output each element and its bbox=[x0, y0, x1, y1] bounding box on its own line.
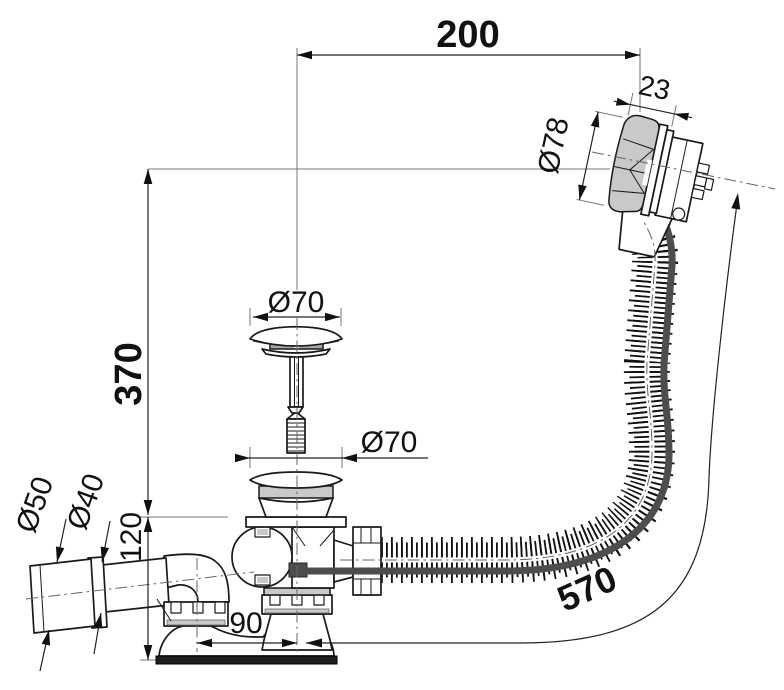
dim-40-label: Ø40 bbox=[61, 469, 111, 534]
dimension-120: 120 bbox=[115, 512, 153, 660]
outlet-cone bbox=[333, 539, 354, 583]
center-lines bbox=[25, 151, 776, 652]
outlet-pipe-50 bbox=[29, 558, 96, 634]
cable bbox=[288, 212, 676, 578]
dim-200-label: 200 bbox=[436, 14, 499, 56]
flex-hose bbox=[381, 211, 680, 584]
flange-cone bbox=[258, 497, 334, 518]
hose-axis bbox=[340, 221, 656, 561]
dim-370-label: 370 bbox=[108, 342, 150, 405]
dimension-200: 200 bbox=[297, 14, 640, 60]
head-knob bbox=[608, 114, 660, 213]
dim-90-label: 90 bbox=[229, 607, 262, 640]
dim-23-label: 23 bbox=[636, 69, 673, 106]
dim-50-label: Ø50 bbox=[10, 472, 60, 537]
dim-120-label: 120 bbox=[115, 512, 148, 562]
outlet-pipe-40 bbox=[101, 557, 170, 613]
dim-78-label: Ø78 bbox=[532, 114, 576, 176]
dimension-78: Ø78 bbox=[532, 110, 623, 206]
dimension-70-flange: Ø70 bbox=[235, 426, 428, 463]
dimension-90: 90 bbox=[197, 607, 297, 648]
reference-lines bbox=[140, 48, 641, 661]
dimension-23: 23 bbox=[613, 69, 693, 127]
dim-70-cap-label: Ø70 bbox=[268, 286, 325, 319]
dimension-370: 370 bbox=[108, 169, 153, 515]
dim-70-flange-label: Ø70 bbox=[361, 426, 418, 459]
flange-plate bbox=[245, 516, 347, 528]
base-plate bbox=[155, 655, 338, 665]
outlet-pipe-axis bbox=[25, 571, 255, 600]
head-axis bbox=[591, 151, 776, 190]
waste-flange bbox=[249, 471, 343, 489]
plug-threaded-rod bbox=[286, 418, 306, 454]
parts bbox=[29, 325, 382, 665]
head-screw bbox=[703, 177, 715, 191]
head-clip bbox=[672, 207, 686, 221]
dimension-70-cap: Ø70 bbox=[253, 286, 340, 322]
cable-line bbox=[303, 212, 676, 575]
head-knob-slot bbox=[641, 159, 653, 186]
head-rim-inner bbox=[648, 128, 675, 215]
overflow-head: 23 Ø78 bbox=[532, 69, 715, 258]
hose-fitting-nut bbox=[352, 526, 382, 596]
